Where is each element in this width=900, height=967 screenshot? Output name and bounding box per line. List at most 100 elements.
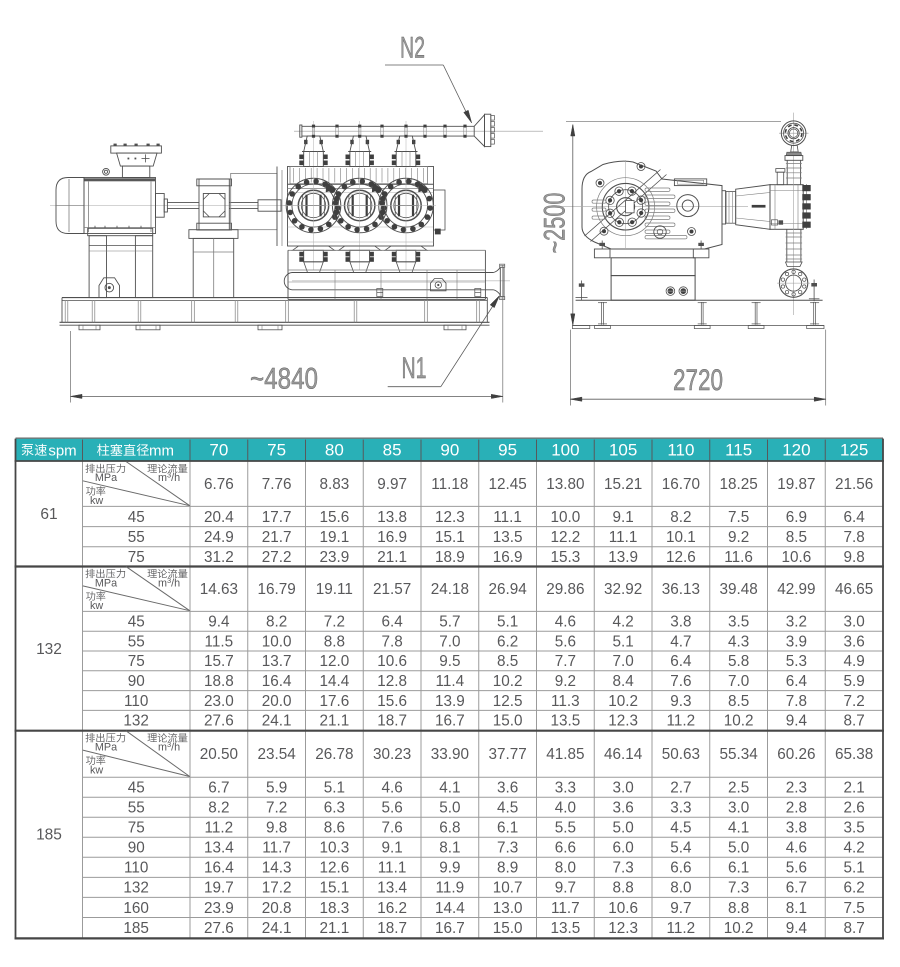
svg-text:12.0: 12.0 [319,653,349,670]
svg-text:39.48: 39.48 [719,581,757,598]
svg-text:24.1: 24.1 [262,920,292,937]
svg-text:100: 100 [551,441,579,460]
svg-text:8.2: 8.2 [670,509,691,526]
svg-text:~4840: ~4840 [250,363,318,396]
svg-text:16.9: 16.9 [377,529,407,546]
svg-text:8.5: 8.5 [728,693,749,710]
svg-text:9.3: 9.3 [670,693,691,710]
svg-text:9.8: 9.8 [266,820,287,837]
svg-text:16.79: 16.79 [257,581,295,598]
svg-text:13.0: 13.0 [493,900,523,917]
svg-text:10.2: 10.2 [724,920,754,937]
svg-text:10.2: 10.2 [608,693,638,710]
svg-text:12.3: 12.3 [435,509,465,526]
svg-text:13.4: 13.4 [377,880,407,897]
svg-text:9.4: 9.4 [786,713,808,730]
svg-text:3.3: 3.3 [670,800,691,817]
svg-text:8.9: 8.9 [497,860,518,877]
svg-text:18.7: 18.7 [377,713,407,730]
svg-text:4.0: 4.0 [555,800,576,817]
svg-text:11.2: 11.2 [205,820,234,837]
svg-text:65.38: 65.38 [835,746,873,763]
svg-text:N1: N1 [402,352,427,385]
svg-text:4.1: 4.1 [728,820,749,837]
svg-text:21.1: 21.1 [377,549,407,566]
svg-text:61: 61 [40,506,57,523]
svg-text:17.2: 17.2 [262,880,292,897]
svg-text:24.18: 24.18 [431,581,469,598]
svg-text:11.6: 11.6 [724,549,753,566]
svg-text:75: 75 [128,549,145,566]
svg-text:4.5: 4.5 [497,800,518,817]
svg-text:5.8: 5.8 [728,653,749,670]
svg-text:9.8: 9.8 [843,549,864,566]
svg-text:12.3: 12.3 [608,920,638,937]
svg-text:10.0: 10.0 [262,633,292,650]
svg-text:8.0: 8.0 [555,860,576,877]
svg-text:132: 132 [123,880,149,897]
svg-text:8.8: 8.8 [324,633,345,650]
svg-text:26.78: 26.78 [315,746,353,763]
svg-text:14.4: 14.4 [435,900,465,917]
svg-text:5.1: 5.1 [324,780,345,797]
svg-text:8.0: 8.0 [670,880,691,897]
svg-text:12.5: 12.5 [493,693,523,710]
svg-text:5.1: 5.1 [843,860,864,877]
svg-text:2720: 2720 [673,364,723,397]
svg-text:MPa: MPa [95,472,117,484]
svg-text:8.1: 8.1 [786,900,807,917]
svg-text:9.1: 9.1 [612,509,633,526]
svg-text:4.2: 4.2 [612,614,633,631]
svg-text:6.4: 6.4 [381,614,403,631]
svg-text:6.1: 6.1 [497,820,518,837]
svg-text:4.3: 4.3 [728,633,749,650]
svg-text:2.8: 2.8 [786,800,807,817]
svg-text:m3/h: m3/h [158,471,180,485]
svg-text:10.7: 10.7 [493,880,523,897]
svg-text:33.90: 33.90 [431,746,469,763]
svg-text:8.8: 8.8 [728,900,749,917]
svg-text:20.8: 20.8 [262,900,292,917]
svg-text:4.6: 4.6 [381,780,402,797]
svg-text:21.57: 21.57 [373,581,411,598]
svg-text:11.2: 11.2 [667,713,696,730]
svg-text:2.1: 2.1 [843,780,864,797]
svg-text:21.7: 21.7 [262,529,292,546]
svg-text:12.6: 12.6 [319,860,349,877]
svg-text:110: 110 [124,693,148,710]
svg-text:10.2: 10.2 [724,713,754,730]
svg-text:13.80: 13.80 [546,476,584,493]
svg-text:95: 95 [498,441,517,460]
svg-text:90: 90 [128,673,145,690]
svg-text:5.0: 5.0 [728,840,749,857]
svg-text:14.4: 14.4 [319,673,349,690]
svg-text:12.6: 12.6 [666,549,696,566]
svg-text:N2: N2 [400,32,425,65]
svg-text:8.2: 8.2 [208,800,229,817]
svg-text:3.6: 3.6 [843,633,864,650]
svg-text:9.5: 9.5 [439,653,460,670]
svg-text:7.0: 7.0 [439,633,460,650]
svg-text:kw: kw [90,764,103,776]
svg-text:7.3: 7.3 [497,840,518,857]
svg-text:15.0: 15.0 [493,713,523,730]
svg-text:7.3: 7.3 [728,880,749,897]
svg-text:5.0: 5.0 [612,820,633,837]
svg-text:7.76: 7.76 [262,476,292,493]
svg-text:10.2: 10.2 [493,673,523,690]
svg-text:3.8: 3.8 [670,614,691,631]
svg-text:9.2: 9.2 [728,529,749,546]
svg-text:9.4: 9.4 [786,920,808,937]
svg-text:18.9: 18.9 [435,549,465,566]
svg-text:132: 132 [36,641,62,658]
svg-text:70: 70 [209,441,228,460]
svg-text:7.2: 7.2 [843,693,864,710]
svg-text:4.7: 4.7 [670,633,691,650]
svg-text:11.7: 11.7 [262,840,291,857]
svg-text:11.9: 11.9 [436,880,465,897]
svg-text:23.0: 23.0 [204,693,234,710]
svg-text:7.2: 7.2 [324,614,345,631]
svg-text:13.8: 13.8 [377,509,407,526]
svg-text:6.1: 6.1 [728,860,749,877]
svg-text:23.54: 23.54 [257,746,296,763]
